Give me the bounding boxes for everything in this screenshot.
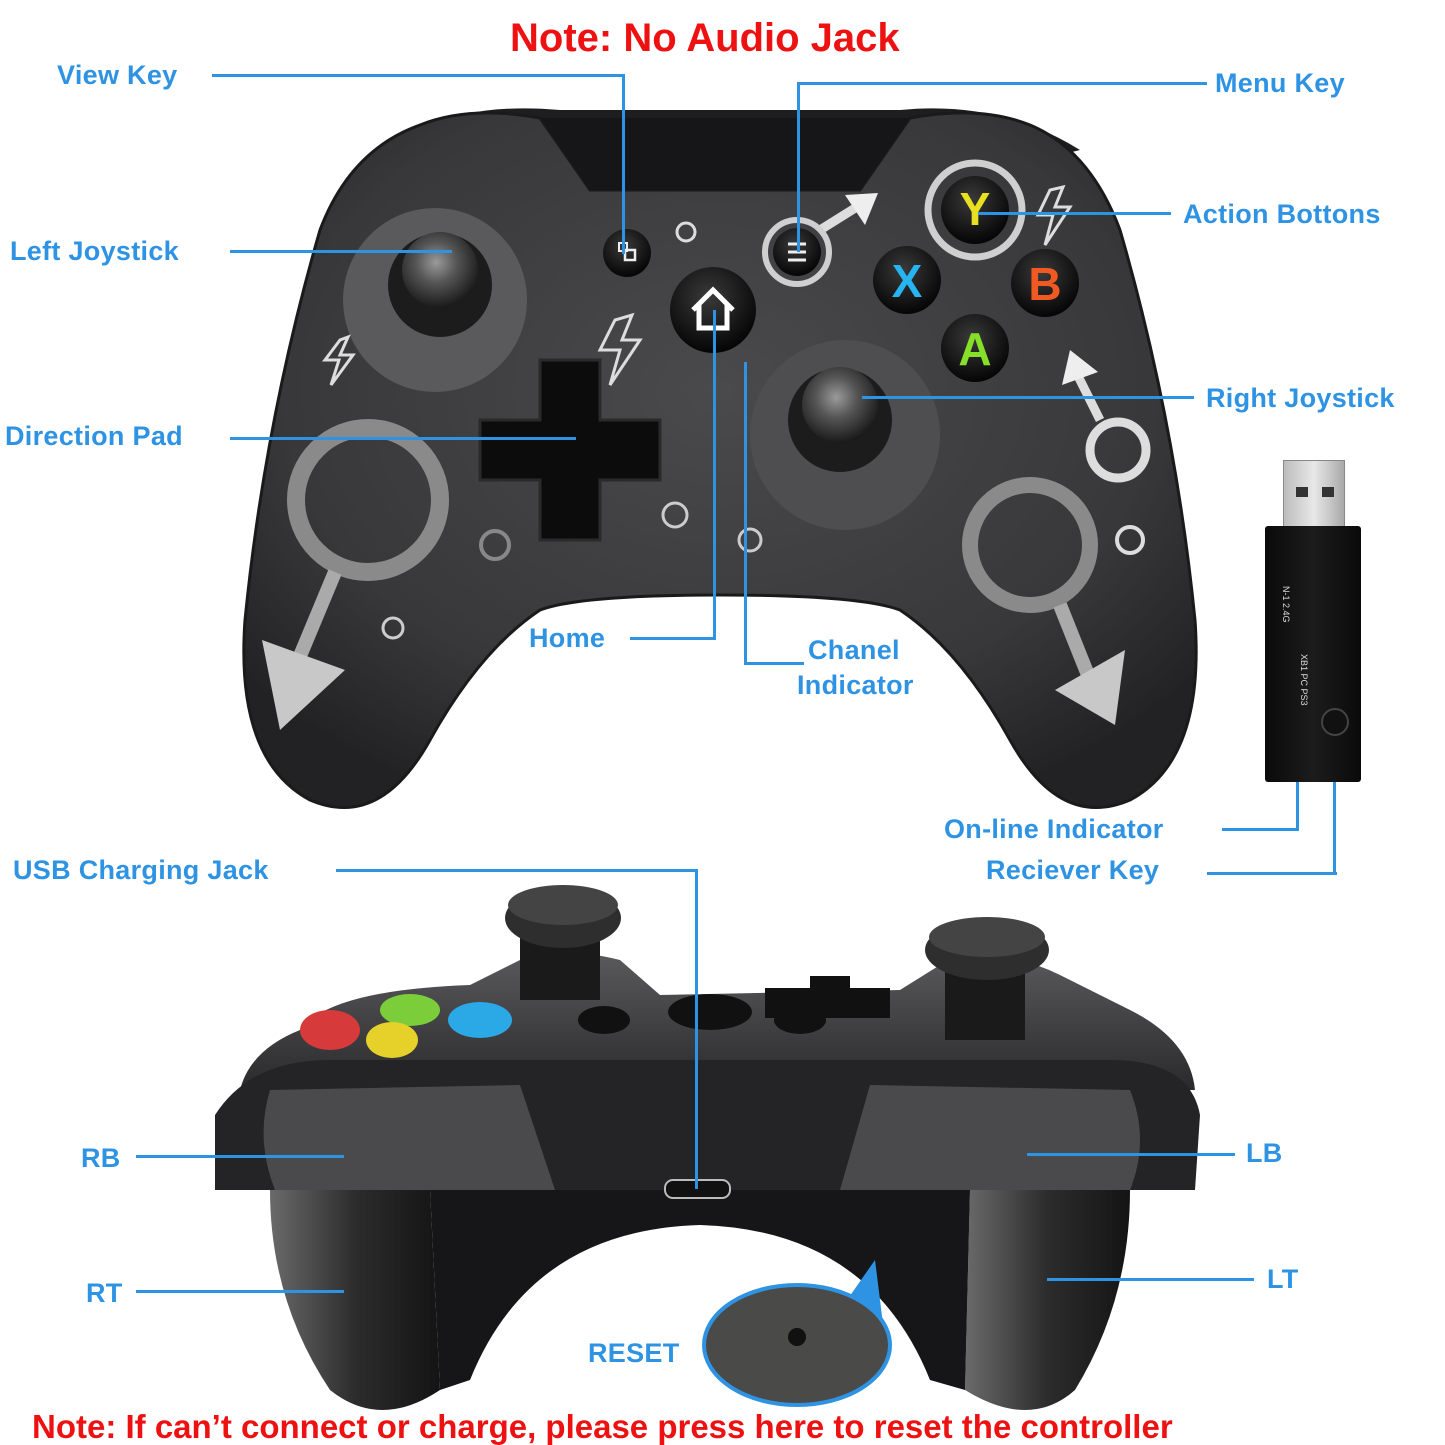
receiver-body: N-1 2.4G XB1 PC PS3 — [1265, 526, 1361, 782]
action-buttons-label: Action Bottons — [1183, 199, 1381, 229]
receiver-key-label: Reciever Key — [986, 855, 1160, 885]
home-label: Home — [529, 623, 606, 653]
reset-button[interactable] — [705, 1285, 891, 1405]
direction-pad-label: Direction Pad — [5, 421, 183, 451]
menu-key-label: Menu Key — [1215, 68, 1345, 98]
usb-plug — [1283, 460, 1345, 530]
view-key-label: View Key — [57, 60, 178, 90]
reset-label: RESET — [588, 1338, 680, 1368]
a-button[interactable]: A — [958, 323, 992, 375]
right-joystick-label: Right Joystick — [1206, 383, 1395, 413]
receiver-key-button[interactable] — [1321, 708, 1349, 736]
y-button[interactable]: Y — [959, 183, 991, 235]
reset-instructions-note: Note: If can’t connect or charge, please… — [32, 1408, 1173, 1445]
usb-receiver: N-1 2.4G XB1 PC PS3 — [1265, 460, 1365, 782]
channel-indicator-label-line1: Chanel — [808, 635, 900, 665]
controller-front-image — [242, 108, 1198, 809]
channel-indicator-label-line2: Indicator — [797, 670, 914, 700]
no-audio-jack-note: Note: No Audio Jack — [510, 16, 900, 60]
lb-label: LB — [1246, 1138, 1283, 1168]
rb-label: RB — [81, 1143, 121, 1173]
online-indicator-label: On-line Indicator — [944, 814, 1164, 844]
left-joystick-label: Left Joystick — [10, 236, 179, 266]
x-button[interactable]: X — [891, 255, 923, 307]
usb-charging-jack-label: USB Charging Jack — [13, 855, 269, 885]
lt-label: LT — [1267, 1264, 1299, 1294]
rt-label: RT — [86, 1278, 123, 1308]
b-button[interactable]: B — [1028, 258, 1062, 310]
